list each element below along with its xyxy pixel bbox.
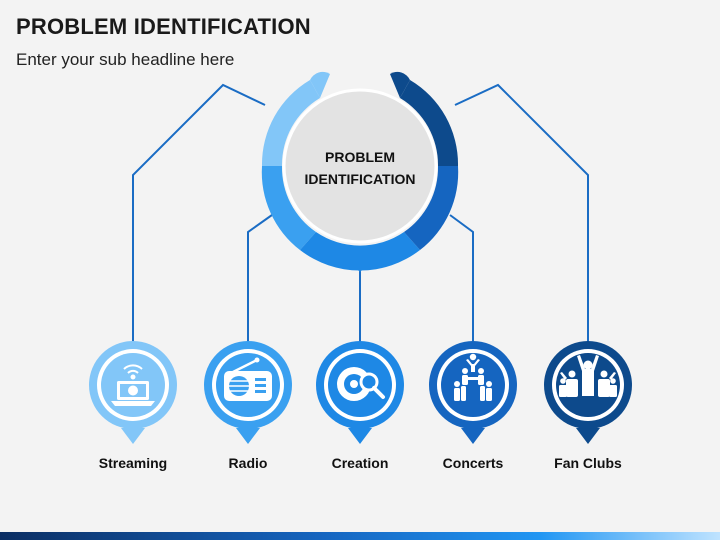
item-label-creation: Creation [331, 455, 389, 471]
hub-segment-bottom [300, 232, 420, 271]
connector-lines [132, 83, 589, 342]
hub-segment-top-left [310, 71, 330, 98]
item-label-radio: Radio [228, 455, 268, 471]
disc-magnifier-icon [337, 367, 385, 401]
hub-segment-mid-right [404, 166, 459, 250]
footer-gradient-bar [0, 532, 720, 540]
item-label-streaming: Streaming [98, 455, 168, 471]
laptop-wifi-icon [111, 364, 155, 406]
hub-segment-top-right [390, 71, 410, 98]
human-pyramid-icon [454, 353, 492, 401]
hub-segment-dark [400, 80, 459, 166]
hub-label-line2: IDENTIFICATION [304, 171, 416, 187]
hub-label-line1: PROBLEM [325, 149, 395, 165]
hub-segment-bottom-tab [345, 258, 375, 272]
hub-label: PROBLEM IDENTIFICATION [290, 146, 430, 190]
connector-concerts [449, 214, 474, 342]
hub-segment-mid-left [261, 166, 316, 250]
page-subtitle: Enter your sub headline here [16, 50, 235, 69]
page-title: PROBLEM IDENTIFICATION [16, 14, 311, 39]
fans-icon [559, 355, 617, 397]
hub-circle [282, 88, 438, 244]
radio-icon [224, 357, 272, 401]
connector-fanclubs [454, 83, 589, 342]
connector-streaming [132, 83, 266, 342]
hub-ring [261, 71, 459, 272]
hub-segment-light [261, 80, 320, 166]
item-label-concerts: Concerts [442, 455, 504, 471]
item-label-fanclubs: Fan Clubs [554, 455, 622, 471]
connector-radio [247, 214, 273, 342]
